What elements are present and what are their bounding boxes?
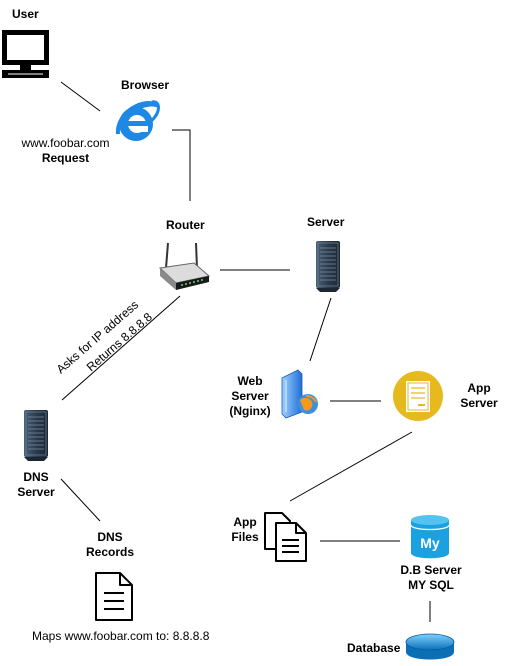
edge-appserver-appfiles <box>289 431 413 502</box>
desktop-monitor-icon <box>2 30 49 78</box>
request-label: www.foobar.com Request <box>17 136 114 166</box>
files-icon <box>264 512 307 562</box>
internet-explorer-icon <box>115 100 160 141</box>
db-server-label-line2: MY SQL <box>408 578 454 592</box>
dns-server-label-line2: Server <box>17 485 55 499</box>
dns-server-label: DNS Server <box>14 470 58 500</box>
app-server-label: App Server <box>458 381 500 411</box>
svg-text:My: My <box>420 535 440 551</box>
dns-records-label-line1: DNS <box>97 530 123 544</box>
db-server-label: D.B Server MY SQL <box>386 563 476 593</box>
dns-server-label-line1: DNS <box>23 470 49 484</box>
request-url: www.foobar.com <box>21 136 110 150</box>
maps-label: Maps www.foobar.com to: 8.8.8.8 <box>32 629 210 643</box>
edge-router-dns <box>61 295 181 401</box>
mysql-database-icon: My <box>410 515 450 559</box>
database-label: Database <box>347 641 401 655</box>
edge-browser-router <box>172 129 191 201</box>
router-label: Router <box>166 218 205 232</box>
app-files-label-line1: App <box>233 515 257 529</box>
dns-records-label-line2: Records <box>85 545 135 559</box>
app-server-icon <box>393 371 443 421</box>
dns-records-label: DNS Records <box>83 530 137 560</box>
request-text: Request <box>41 151 90 165</box>
browser-label: Browser <box>121 78 170 92</box>
document-icon <box>95 572 133 621</box>
app-files-label: App Files <box>228 515 262 545</box>
web-server-label: Web Server (Nginx) <box>224 374 276 419</box>
db-server-label-line1: D.B Server <box>400 563 462 577</box>
server-label: Server <box>307 215 345 229</box>
edge-dns-records <box>60 478 101 522</box>
web-server-label-line3: (Nginx) <box>229 404 271 418</box>
web-server-label-line2: Server <box>231 389 269 403</box>
edge-server-webserver <box>309 297 332 362</box>
user-label: User <box>12 7 39 21</box>
app-server-label-line1: App <box>467 381 491 395</box>
app-files-label-line2: Files <box>231 530 259 544</box>
edge-user-browser <box>60 81 101 112</box>
connector-lines <box>60 81 431 622</box>
database-disk-icon <box>405 633 455 660</box>
app-server-label-line2: Server <box>460 396 498 410</box>
web-server-icon <box>281 369 318 419</box>
dns-server-rack-icon <box>24 410 48 461</box>
router-icon <box>158 242 211 290</box>
web-server-label-line1: Web <box>237 374 263 388</box>
server-rack-icon <box>316 241 340 292</box>
